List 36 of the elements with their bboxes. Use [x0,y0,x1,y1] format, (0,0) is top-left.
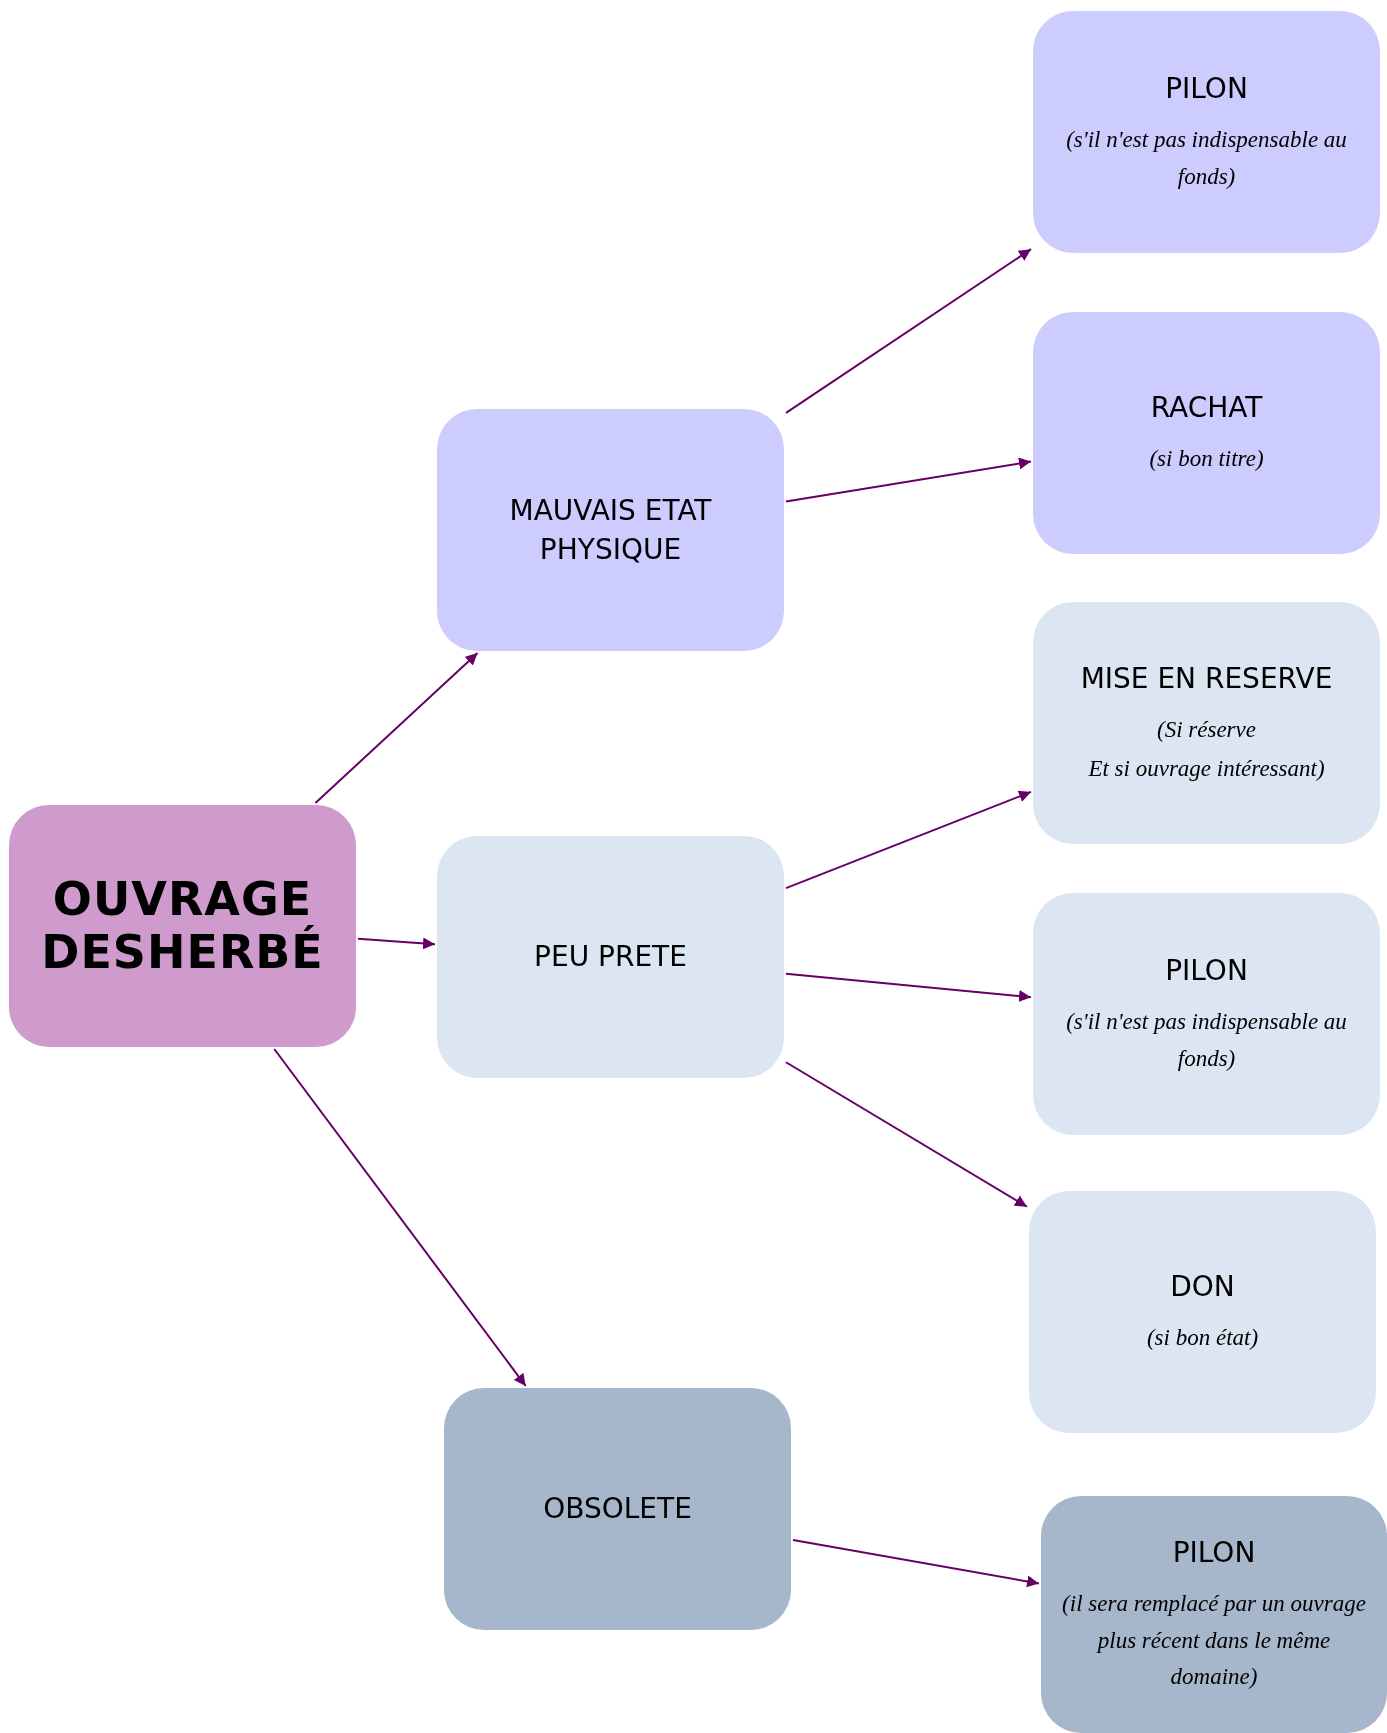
node-note: (si bon état) [1146,1324,1259,1353]
node-note: (s'il n'est pas indispensable au fonds) [1065,1007,1348,1073]
rounded-box [444,1388,791,1630]
arrow [785,248,1032,414]
arrow [792,1539,1040,1588]
arrow [785,972,1032,1003]
rounded-box [1033,312,1380,554]
rounded-box [1033,11,1380,253]
node-title: RACHAT [1150,390,1263,426]
rounded-box [437,836,784,1078]
arrow [785,790,1032,890]
rounded-box [1029,1191,1376,1433]
rounded-box [1033,602,1380,844]
node-note: (s'il n'est pas indispensable au fonds) [1065,125,1348,191]
arrow [785,457,1032,503]
node-title: MISE EN RESERVE [1080,660,1333,697]
node-title: MAUVAIS ETAT PHYSIQUE [508,492,713,568]
rounded-box [437,409,784,651]
rounded-box [1033,893,1380,1135]
arrow [357,937,436,950]
node-note: (Si réserve [1157,715,1256,744]
arrow [785,1061,1028,1208]
node-note: (il sera remplacé par un ouvrage plus récent dans le même domaine) [1061,1589,1367,1692]
rounded-box [1041,1496,1387,1733]
arrow [273,1048,527,1387]
node-note: (si bon titre) [1149,445,1264,474]
arrow [314,652,479,804]
node-title: OBSOLETE [543,1491,692,1528]
node-title: DON [1170,1269,1235,1305]
node-title: OUVRAGE DESHERBÉ [40,873,325,979]
node-title: PILON [1165,70,1248,107]
rounded-box [9,805,356,1047]
node-title: PEU PRETE [534,939,687,976]
node-title: PILON [1172,1534,1256,1571]
node-title: PILON [1165,952,1248,989]
node-note: Et si ouvrage intéressant) [1088,754,1325,783]
